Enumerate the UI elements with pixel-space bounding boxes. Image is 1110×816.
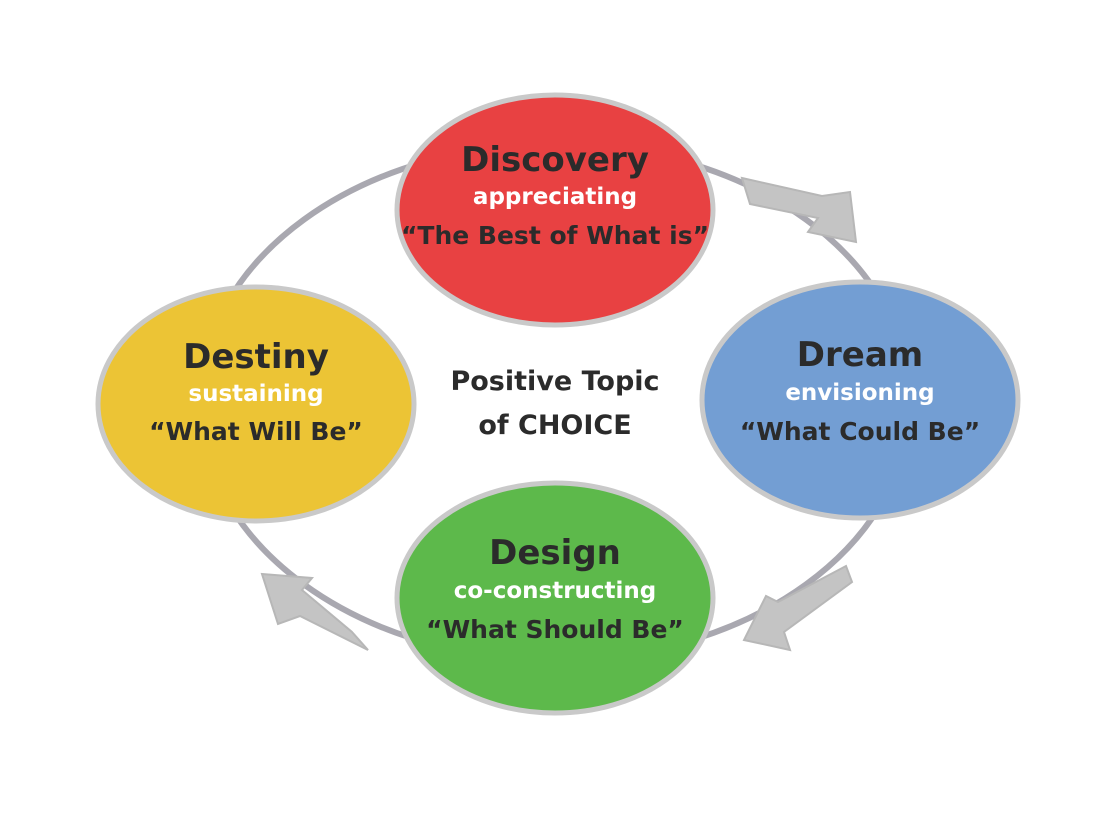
design-title: Design <box>489 533 621 573</box>
destiny-verb: sustaining <box>188 381 323 407</box>
arrow-design-to-destiny <box>260 572 369 651</box>
design-verb: co-constructing <box>454 578 657 604</box>
destiny-quote: “What Will Be” <box>149 417 363 446</box>
center-topic: Positive Topic of CHOICE <box>450 366 659 441</box>
design-quote: “What Should Be” <box>426 615 684 644</box>
dream-title: Dream <box>797 335 923 375</box>
discovery-verb: appreciating <box>473 184 637 210</box>
destiny-ellipse <box>95 284 417 524</box>
stage-dream: Dream envisioning “What Could Be” <box>699 279 1021 521</box>
dream-quote: “What Could Be” <box>740 417 980 446</box>
arrow-dream-to-design <box>742 564 854 652</box>
arrow-discovery-to-dream <box>740 176 858 244</box>
design-ellipse <box>394 480 716 716</box>
stage-discovery: Discovery appreciating “The Best of What… <box>394 92 716 328</box>
dream-ellipse <box>699 279 1021 521</box>
dream-verb: envisioning <box>785 380 934 406</box>
destiny-title: Destiny <box>183 337 329 377</box>
stage-design: Design co-constructing “What Should Be” <box>394 480 716 716</box>
center-topic-line2: of CHOICE <box>478 410 631 441</box>
stage-destiny: Destiny sustaining “What Will Be” <box>95 284 417 524</box>
discovery-title: Discovery <box>461 140 649 180</box>
center-topic-line1: Positive Topic <box>450 366 659 397</box>
discovery-ellipse <box>394 92 716 328</box>
discovery-quote: “The Best of What is” <box>401 221 709 250</box>
